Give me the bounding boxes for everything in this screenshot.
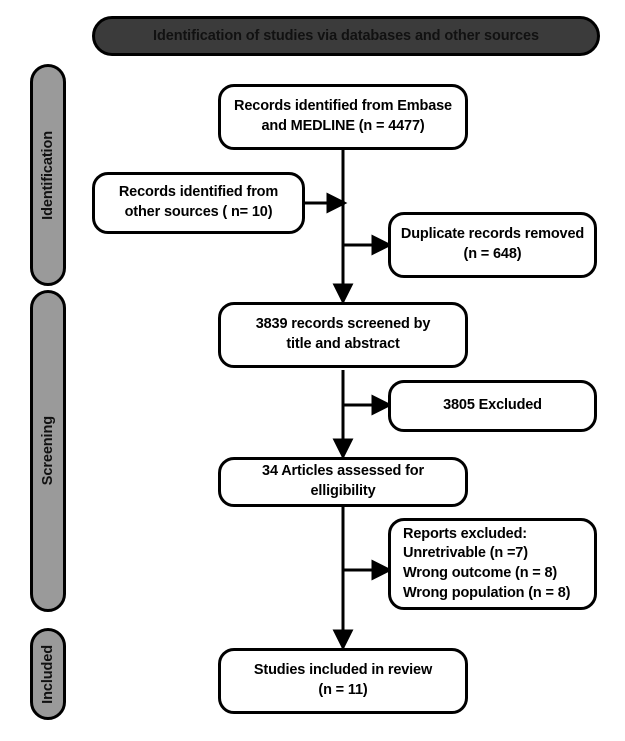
diagram-header-banner: Identification of studies via databases … <box>92 16 600 56</box>
node-articles-assessed-eligibility: 34 Articles assessed for elligibility <box>218 457 468 507</box>
node-reports-excluded-line1: Reports excluded: <box>403 525 527 542</box>
node-duplicate-records-removed-line2: (n = 648) <box>463 246 522 262</box>
node-records-excluded-screening-line1: 3805 Excluded <box>443 397 542 414</box>
node-studies-included-review: Studies included in review (n = 11) <box>218 648 468 714</box>
node-records-screened-line1: 3839 records screened by <box>255 316 431 333</box>
node-records-identified-other-sources-line2: other sources ( n= 10) <box>124 204 273 220</box>
node-duplicate-records-removed: Duplicate records removed (n = 648) <box>388 212 597 278</box>
node-records-excluded-screening: 3805 Excluded <box>388 380 597 432</box>
stage-label-included-text: Included <box>40 644 56 704</box>
node-reports-excluded: Reports excluded: Unretrivable (n =7) Wr… <box>388 518 597 610</box>
node-reports-excluded-line4: Wrong population (n = 8) <box>403 584 571 601</box>
diagram-header-label: Identification of studies via databases … <box>153 28 539 44</box>
node-records-screened-line2: title and abstract <box>286 336 400 352</box>
node-records-identified-other-sources-line1: Records identified from <box>118 184 279 201</box>
node-studies-included-review-line1: Studies included in review <box>253 662 433 679</box>
node-records-screened: 3839 records screened by title and abstr… <box>218 302 468 368</box>
node-reports-excluded-line3: Wrong outcome (n = 8) <box>403 565 558 581</box>
node-studies-included-review-line2: (n = 11) <box>318 682 368 698</box>
stage-label-identification-text: Identification <box>40 130 56 220</box>
node-duplicate-records-removed-line1: Duplicate records removed <box>400 226 585 243</box>
stage-label-included: Included <box>30 628 66 720</box>
node-records-identified-databases: Records identified from Embase and MEDLI… <box>218 84 468 150</box>
stage-label-identification: Identification <box>30 64 66 286</box>
stage-label-screening: Screening <box>30 290 66 612</box>
stage-label-screening-text: Screening <box>40 416 56 486</box>
node-articles-assessed-eligibility-line2: elligibility <box>310 483 376 499</box>
node-records-identified-databases-line2: and MEDLINE (n = 4477) <box>261 118 425 134</box>
node-articles-assessed-eligibility-line1: 34 Articles assessed for <box>262 463 424 480</box>
node-records-identified-other-sources: Records identified from other sources ( … <box>92 172 305 234</box>
node-reports-excluded-line2: Unretrivable (n =7) <box>403 545 528 562</box>
node-records-identified-databases-line1: Records identified from Embase <box>234 98 452 115</box>
